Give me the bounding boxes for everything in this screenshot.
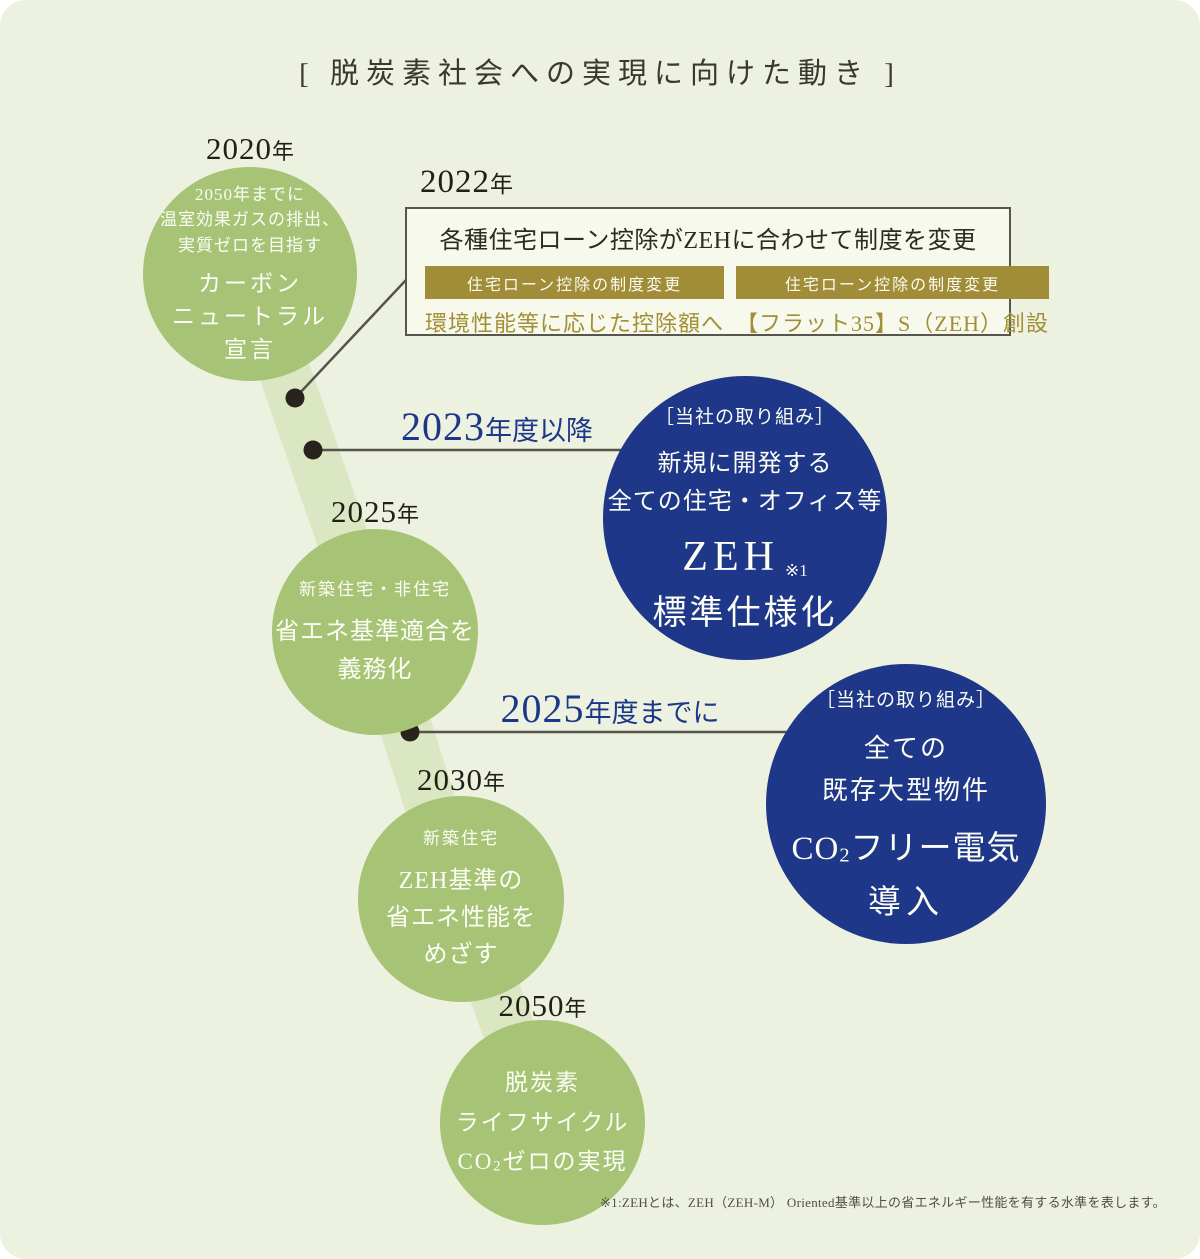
loan-deduction-columns: 住宅ローン控除の制度変更 環境性能等に応じた控除額へ 住宅ローン控除の制度変更 … (425, 266, 1050, 338)
year-number: 2025 (500, 686, 585, 731)
footnote: ※1:ZEHとは、ZEH（ZEH-M） Oriented基準以上の省エネルギー性… (599, 1195, 1166, 1210)
company-tag: ［当社の取り組み］ (654, 406, 835, 428)
headline-line: 標準仕様化 (652, 595, 838, 633)
node-2023-company-circle: ［当社の取り組み］ 新規に開発する 全ての住宅・オフィス等 ZEH※1 標準仕様… (603, 376, 887, 660)
category-label: 新築住宅・非住宅 (299, 580, 451, 600)
year-label-2025: 2025年 (272, 494, 478, 530)
text-line: 2050年までに (195, 184, 305, 204)
text-line: 既存大型物件 (821, 775, 990, 805)
year-suffix: 年 (271, 139, 294, 164)
year-number: 2023 (401, 404, 485, 449)
co2-prefix: CO (457, 1149, 494, 1175)
year-suffix: 年 (490, 172, 513, 197)
footnote-marker: ※1 (784, 561, 808, 581)
year-label-2022: 2022年 (420, 164, 513, 201)
headline-line: 導入 (868, 885, 944, 922)
year-label-2020: 2020年 (145, 131, 355, 167)
node-2022-box: 各種住宅ローン控除がZEHに合わせて制度を変更 住宅ローン控除の制度変更 環境性… (405, 207, 1050, 338)
node-2025-circle: 新築住宅・非住宅 省エネ基準適合を 義務化 (272, 529, 478, 735)
category-label: 新築住宅 (423, 828, 499, 848)
text-line: 実質ゼロを目指す (178, 235, 322, 255)
node-2030-circle: 新築住宅 ZEH基準の 省エネ性能を めざす (358, 796, 564, 1002)
year-number: 2050 (498, 988, 565, 1023)
year-number: 2020 (205, 131, 272, 166)
year-suffix: 年 (482, 770, 505, 795)
year-number: 2025 (330, 494, 397, 529)
year-label-2030: 2030年 (358, 762, 564, 798)
text-line: 新規に開発する (657, 450, 833, 477)
loan-deduction-item-2: 住宅ローン控除の制度変更 【フラット35】S（ZEH）創設 (736, 266, 1050, 338)
text-line: ライフサイクル (455, 1109, 630, 1135)
text-line: 宣言 (224, 336, 276, 362)
node-2030-headline: ZEH基準の 省エネ性能を めざす (386, 863, 536, 975)
text-line: ニュートラル (172, 303, 328, 329)
node-2020-circle: 2050年までに 温室効果ガスの排出、 実質ゼロを目指す カーボン ニュートラル… (143, 167, 357, 381)
text-line: 省エネ基準適合を (275, 619, 475, 646)
co2-prefix: CO (791, 831, 840, 868)
phase-label-2023: 2023年度以降 (347, 403, 647, 450)
node-2025-headline: 省エネ基準適合を 義務化 (275, 614, 475, 688)
year-number: 2030 (416, 762, 483, 797)
timeline-dot-2023 (303, 440, 323, 460)
zeh-text: ZEH (682, 534, 779, 581)
text-line: 脱炭素 (504, 1070, 580, 1096)
gold-badge: 住宅ローン控除の制度変更 (736, 266, 1050, 299)
text-line: カーボン (198, 271, 302, 297)
co2-suffix: ゼロの実現 (502, 1149, 628, 1175)
text-line: めざす (423, 942, 499, 969)
text-line: 全ての (863, 733, 948, 763)
text-line: 省エネ性能を (386, 904, 536, 931)
year-suffix: 年度以降 (485, 416, 593, 446)
co2-suffix: フリー電気 (850, 831, 1021, 868)
co2-headline: CO2フリー電気 (791, 821, 1020, 869)
year-label-2050: 2050年 (440, 988, 645, 1024)
connector-line-2022 (296, 279, 407, 397)
badge-description: 【フラット35】S（ZEH）創設 (736, 311, 1050, 336)
page-title: [ 脱炭素社会への実現に向けた動き ] (299, 58, 901, 90)
text-line: 温室効果ガスの排出、 (160, 210, 340, 230)
loan-deduction-item-1: 住宅ローン控除の制度変更 環境性能等に応じた控除額へ (425, 266, 725, 338)
phase-label-2025-company: 2025年度までに (460, 685, 760, 732)
badge-description: 環境性能等に応じた控除額へ (425, 311, 725, 336)
text-line: 義務化 (337, 656, 413, 683)
year-number: 2022 (420, 164, 490, 200)
text-line: ZEH基準の (398, 867, 524, 894)
node-2020-headline: カーボン ニュートラル 宣言 (172, 268, 328, 366)
year-suffix: 年 (564, 996, 587, 1021)
zeh-headline: ZEH※1 (682, 533, 807, 581)
company-tag: ［当社の取り組み］ (815, 689, 996, 711)
box-heading: 各種住宅ローン控除がZEHに合わせて制度を変更 (439, 228, 977, 254)
node-2025-company-circle: ［当社の取り組み］ 全ての 既存大型物件 CO2フリー電気 導入 (766, 664, 1046, 944)
timeline-dot-2022 (285, 388, 305, 408)
gold-badge: 住宅ローン控除の制度変更 (425, 266, 725, 299)
node-2050-headline: 脱炭素 ライフサイクル CO2ゼロの実現 (456, 1063, 630, 1182)
node-2020-description: 2050年までに 温室効果ガスの排出、 実質ゼロを目指す (160, 182, 340, 259)
node-2050-circle: 脱炭素 ライフサイクル CO2ゼロの実現 (440, 1020, 645, 1225)
co2-subscript: 2 (493, 1158, 503, 1175)
co2-line: CO2ゼロの実現 (456, 1142, 630, 1182)
text-line: 全ての住宅・オフィス等 (607, 489, 883, 515)
year-suffix: 年 (396, 502, 419, 527)
year-suffix: 年度までに (584, 698, 720, 728)
co2-subscript: 2 (839, 844, 851, 867)
